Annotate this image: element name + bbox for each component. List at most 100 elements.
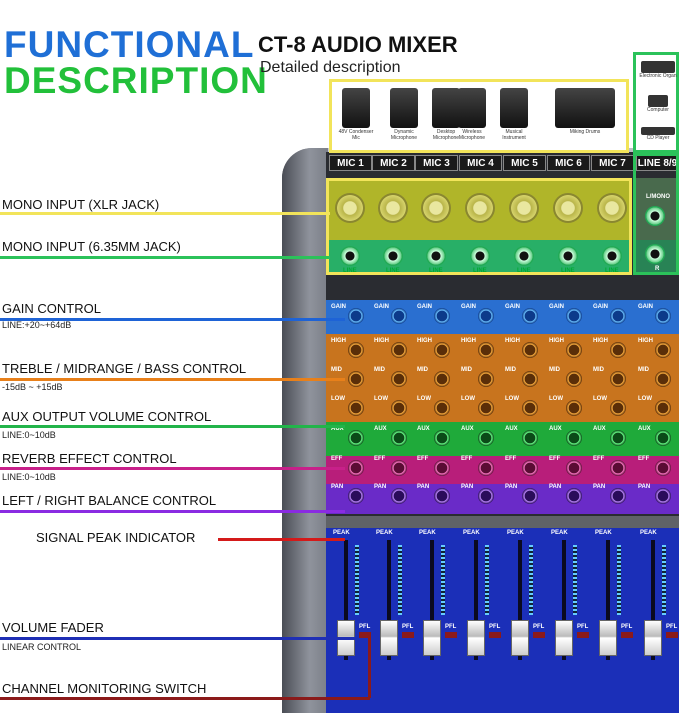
knob-eff[interactable] <box>434 460 450 476</box>
xlr-jack[interactable] <box>421 193 451 223</box>
line-jack[interactable] <box>470 246 490 266</box>
peak-label: PEAK <box>551 530 568 536</box>
knob-low[interactable] <box>478 400 494 416</box>
knob-low[interactable] <box>434 400 450 416</box>
knob-pan[interactable] <box>391 488 407 504</box>
knob-gain[interactable] <box>434 308 450 324</box>
knob-pan[interactable] <box>655 488 671 504</box>
knob-label-gain: GAIN <box>374 304 389 310</box>
knob-pan[interactable] <box>610 488 626 504</box>
knob-aux[interactable] <box>434 430 450 446</box>
knob-high[interactable] <box>566 342 582 358</box>
knob-eff[interactable] <box>655 460 671 476</box>
knob-mid[interactable] <box>610 371 626 387</box>
knob-mid[interactable] <box>522 371 538 387</box>
line-jack[interactable] <box>383 246 403 266</box>
knob-eff[interactable] <box>478 460 494 476</box>
knob-gain[interactable] <box>348 308 364 324</box>
instrument-label: Musical Instrument <box>502 129 526 141</box>
knob-aux[interactable] <box>348 430 364 446</box>
xlr-jack[interactable] <box>553 193 583 223</box>
knob-high[interactable] <box>610 342 626 358</box>
xlr-jack[interactable] <box>465 193 495 223</box>
knob-mid[interactable] <box>478 371 494 387</box>
pfl-switch[interactable] <box>666 632 678 638</box>
knob-eff[interactable] <box>522 460 538 476</box>
knob-label-eff: EFF <box>505 456 517 462</box>
knob-aux[interactable] <box>478 430 494 446</box>
knob-high[interactable] <box>522 342 538 358</box>
pfl-switch[interactable] <box>533 632 545 638</box>
xlr-jack[interactable] <box>597 193 627 223</box>
volume-fader[interactable] <box>644 620 662 656</box>
knob-high[interactable] <box>655 342 671 358</box>
knob-label-gain: GAIN <box>331 304 346 310</box>
knob-low[interactable] <box>391 400 407 416</box>
knob-eff[interactable] <box>566 460 582 476</box>
knob-mid[interactable] <box>391 371 407 387</box>
knob-gain[interactable] <box>522 308 538 324</box>
knob-low[interactable] <box>566 400 582 416</box>
volume-fader[interactable] <box>599 620 617 656</box>
knob-pan[interactable] <box>522 488 538 504</box>
knob-eff[interactable] <box>610 460 626 476</box>
knob-low[interactable] <box>655 400 671 416</box>
knob-label-aux: AUX <box>505 426 518 432</box>
eq-band <box>326 334 679 422</box>
volume-fader[interactable] <box>467 620 485 656</box>
line-jack[interactable] <box>514 246 534 266</box>
knob-mid[interactable] <box>655 371 671 387</box>
knob-gain[interactable] <box>566 308 582 324</box>
xlr-jack[interactable] <box>335 193 365 223</box>
knob-high[interactable] <box>391 342 407 358</box>
knob-high[interactable] <box>348 342 364 358</box>
knob-mid[interactable] <box>348 371 364 387</box>
knob-gain[interactable] <box>610 308 626 324</box>
volume-fader[interactable] <box>511 620 529 656</box>
pfl-switch[interactable] <box>577 632 589 638</box>
stereo-r-jack[interactable] <box>645 244 665 264</box>
channel-label-mic2: MIC 2 <box>372 155 415 171</box>
xlr-jack[interactable] <box>378 193 408 223</box>
knob-label-mid: MID <box>549 367 560 373</box>
knob-mid[interactable] <box>434 371 450 387</box>
knob-aux[interactable] <box>566 430 582 446</box>
pfl-switch[interactable] <box>621 632 633 638</box>
xlr-jack[interactable] <box>509 193 539 223</box>
volume-fader[interactable] <box>380 620 398 656</box>
pfl-switch[interactable] <box>359 632 371 638</box>
knob-aux[interactable] <box>391 430 407 446</box>
knob-aux[interactable] <box>610 430 626 446</box>
level-meter <box>485 545 489 615</box>
knob-aux[interactable] <box>655 430 671 446</box>
line-jack[interactable] <box>340 246 360 266</box>
knob-label-low: LOW <box>374 396 388 402</box>
knob-mid[interactable] <box>566 371 582 387</box>
knob-high[interactable] <box>478 342 494 358</box>
knob-label-eff: EFF <box>549 456 561 462</box>
knob-low[interactable] <box>348 400 364 416</box>
knob-low[interactable] <box>610 400 626 416</box>
stereo-l-jack[interactable] <box>645 206 665 226</box>
pfl-switch[interactable] <box>489 632 501 638</box>
knob-pan[interactable] <box>478 488 494 504</box>
knob-aux[interactable] <box>522 430 538 446</box>
line-jack[interactable] <box>602 246 622 266</box>
knob-gain[interactable] <box>655 308 671 324</box>
knob-eff[interactable] <box>348 460 364 476</box>
knob-gain[interactable] <box>478 308 494 324</box>
pfl-switch[interactable] <box>445 632 457 638</box>
knob-label-mid: MID <box>331 367 342 373</box>
pfl-switch[interactable] <box>402 632 414 638</box>
knob-eff[interactable] <box>391 460 407 476</box>
knob-low[interactable] <box>522 400 538 416</box>
volume-fader[interactable] <box>423 620 441 656</box>
knob-gain[interactable] <box>391 308 407 324</box>
volume-fader[interactable] <box>555 620 573 656</box>
knob-pan[interactable] <box>566 488 582 504</box>
line-jack[interactable] <box>426 246 446 266</box>
knob-high[interactable] <box>434 342 450 358</box>
line-jack[interactable] <box>558 246 578 266</box>
knob-pan[interactable] <box>434 488 450 504</box>
knob-pan[interactable] <box>348 488 364 504</box>
